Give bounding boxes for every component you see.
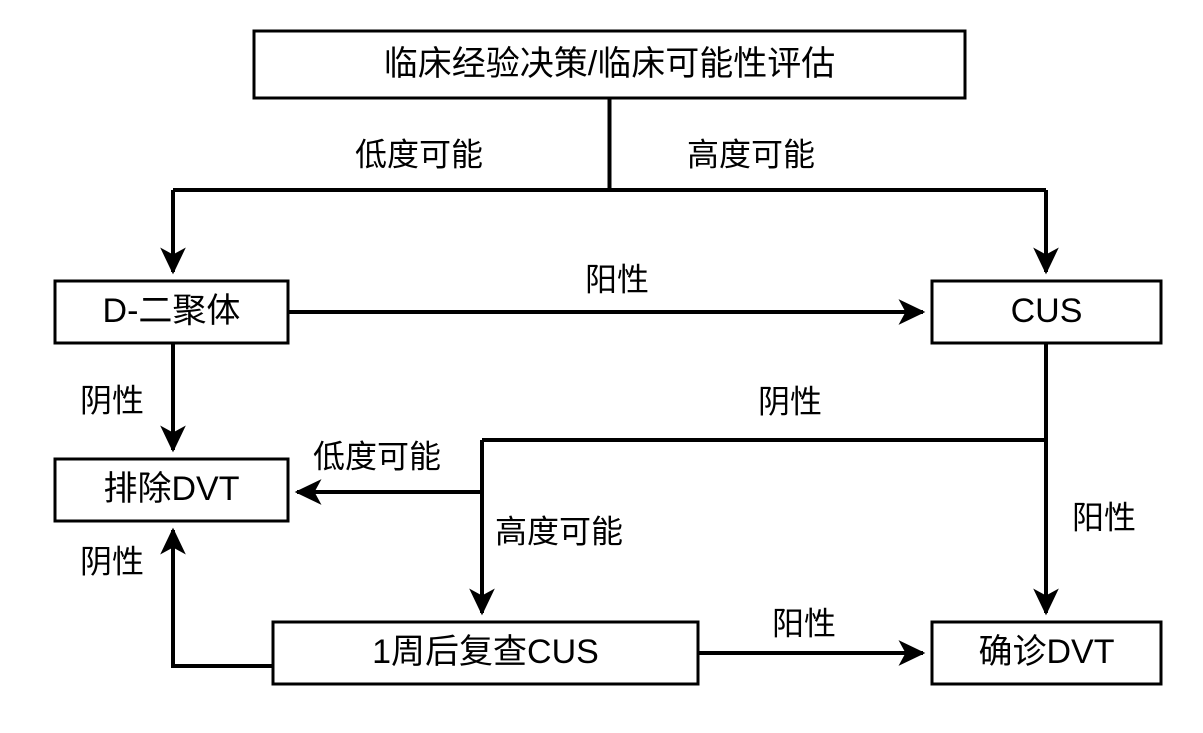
node-confirm-dvt[interactable]: 确诊DVT bbox=[930, 620, 1163, 686]
edge-label-cus-negative: 阴性 bbox=[758, 383, 822, 419]
nodes-group: 临床经验决策/临床可能性评估 D-二聚体 CUS 排除DVT 1周后复查CUS bbox=[53, 29, 1163, 686]
node-exclude-dvt-box[interactable] bbox=[53, 457, 290, 523]
edge-label-d-dimer-negative: 阴性 bbox=[80, 382, 144, 418]
edge-label-low-probability-top: 低度可能 bbox=[355, 136, 483, 172]
edge-label-high-probability-top: 高度可能 bbox=[687, 136, 815, 172]
edge-label-d-dimer-positive: 阳性 bbox=[585, 261, 649, 297]
node-d-dimer-label: D-二聚体 bbox=[103, 292, 241, 330]
edge-label-repeat-cus-positive: 阳性 bbox=[772, 605, 836, 641]
node-repeat-cus-one-week-box[interactable] bbox=[271, 620, 700, 686]
edge-repeat-to-exclude bbox=[160, 527, 273, 668]
node-cus-box[interactable] bbox=[930, 279, 1163, 345]
edge-label-low-probability-mid: 低度可能 bbox=[313, 438, 441, 474]
node-repeat-cus-one-week-label: 1周后复查CUS bbox=[372, 633, 599, 671]
node-d-dimer[interactable]: D-二聚体 bbox=[53, 279, 290, 345]
edge-label-high-probability-mid: 高度可能 bbox=[495, 513, 623, 549]
edges-group bbox=[160, 98, 1059, 668]
node-confirm-dvt-label: 确诊DVT bbox=[979, 633, 1115, 671]
node-confirm-dvt-box[interactable] bbox=[930, 620, 1163, 686]
node-repeat-cus-one-week[interactable]: 1周后复查CUS bbox=[271, 620, 700, 686]
node-cus[interactable]: CUS bbox=[930, 279, 1163, 345]
edge-label-cus-positive: 阳性 bbox=[1072, 499, 1136, 535]
edge-labels-group: 低度可能 高度可能 阳性 阴性 阴性 阳性 低度可能 高度可能 阴性 阳性 bbox=[80, 136, 1136, 641]
edge-label-repeat-cus-negative: 阴性 bbox=[80, 543, 144, 579]
node-clinical-assessment-box[interactable] bbox=[252, 29, 967, 100]
node-exclude-dvt-label: 排除DVT bbox=[104, 470, 240, 508]
node-d-dimer-box[interactable] bbox=[53, 279, 290, 345]
node-exclude-dvt[interactable]: 排除DVT bbox=[53, 457, 290, 523]
node-clinical-assessment[interactable]: 临床经验决策/临床可能性评估 bbox=[252, 29, 967, 100]
node-cus-label: CUS bbox=[1011, 292, 1083, 330]
node-clinical-assessment-label: 临床经验决策/临床可能性评估 bbox=[384, 45, 835, 83]
